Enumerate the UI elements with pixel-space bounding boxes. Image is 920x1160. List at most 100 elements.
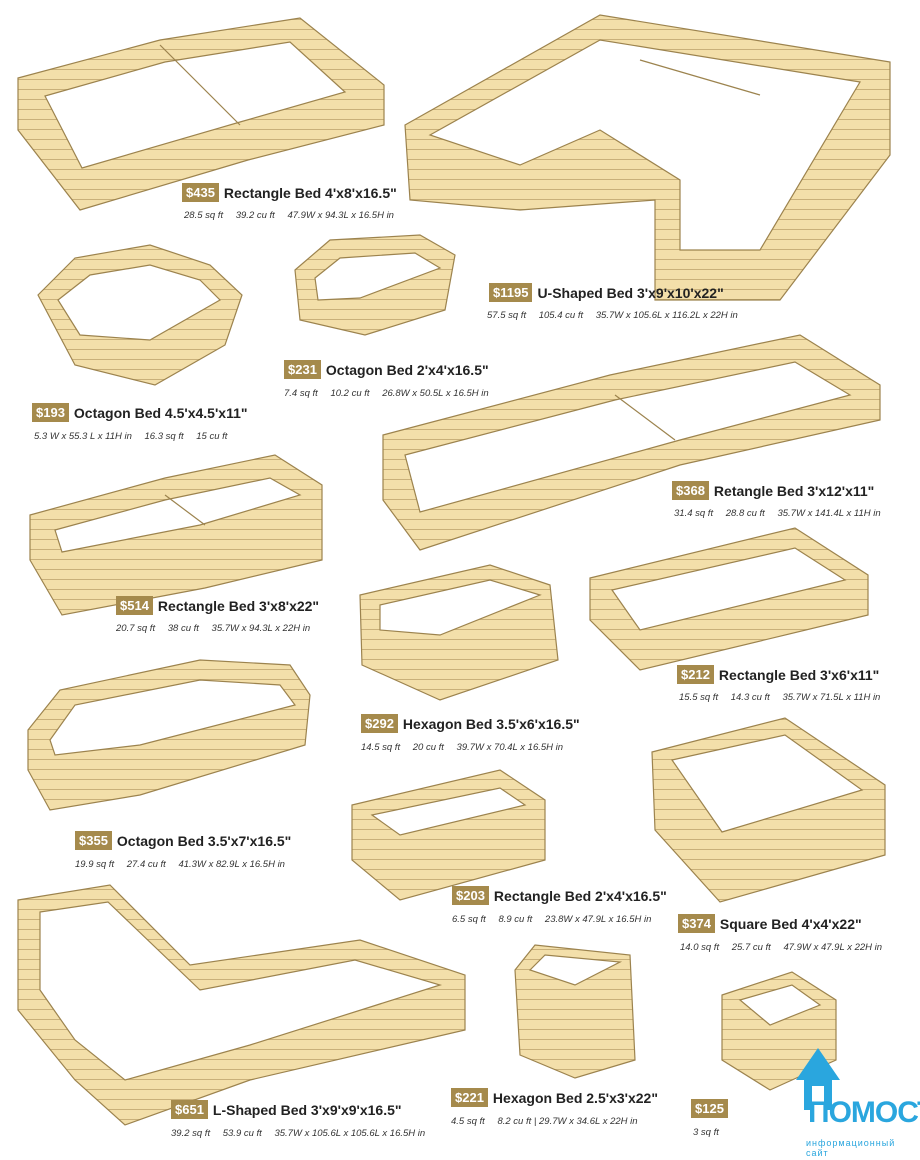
spec-volume: 20 cu ft [412, 742, 444, 753]
spec-volume: 15 cu ft [196, 431, 228, 442]
bed-specs-rectangle-3x12: 31.4 sq ft 28.8 cu ft 35.7W x 141.4L x 1… [674, 508, 891, 519]
price-badge: $1195 [489, 283, 533, 302]
spec-volume: 39.2 cu ft [235, 210, 275, 221]
price-badge: $355 [75, 831, 112, 850]
spec-volume: 38 cu ft [167, 623, 199, 634]
watermark-title: ПОМОСТИ [808, 1096, 920, 1129]
price-badge: $374 [678, 914, 715, 933]
bed-hexagon-2.5x3-drawing [514, 944, 636, 1079]
spec-dimensions: 41.3W x 82.9L x 16.5H in [178, 859, 285, 870]
spec-volume-dimensions: 8.2 cu ft | 29.7W x 34.6L x 22H in [497, 1116, 638, 1127]
bed-specs-square-small: 3 sq ft [693, 1127, 729, 1138]
spec-area: 15.5 sq ft [679, 692, 719, 703]
spec-dimensions: 23.8W x 47.9L x 16.5H in [544, 914, 652, 925]
spec-volume: 53.9 cu ft [222, 1128, 262, 1139]
bed-rectangle-3x12-drawing [382, 334, 881, 551]
bed-rectangle-3x6-drawing [589, 527, 869, 671]
bed-specs-rectangle-3x6: 15.5 sq ft 14.3 cu ft 35.7W x 71.5L x 11… [679, 692, 890, 703]
bed-title-u-shaped: $1195 U-Shaped Bed 3'x9'x10'x22" [489, 283, 724, 302]
spec-dimensions: 35.7W x 105.6L x 116.2L x 22H in [595, 310, 738, 321]
spec-area: 39.2 sq ft [171, 1128, 211, 1139]
price-badge: $203 [452, 886, 489, 905]
bed-title-rectangle-4x8: $435 Rectangle Bed 4'x8'x16.5" [182, 183, 397, 202]
spec-volume: 27.4 cu ft [126, 859, 166, 870]
bed-title-rectangle-3x8: $514 Rectangle Bed 3'x8'x22" [116, 596, 319, 615]
bed-name: Octagon Bed 3.5'x7'x16.5" [116, 832, 292, 849]
bed-title-hexagon-3.5x6: $292 Hexagon Bed 3.5'x6'x16.5" [361, 714, 580, 733]
spec-volume: 14.3 cu ft [730, 692, 770, 703]
bed-square-small-drawing [721, 971, 837, 1091]
bed-name: Hexagon Bed 2.5'x3'x22" [492, 1089, 658, 1106]
bed-name: Octagon Bed 4.5'x4.5'x11" [73, 404, 248, 421]
bed-rectangle-3x8-drawing [29, 454, 323, 616]
spec-volume: 105.4 cu ft [538, 310, 584, 321]
spec-area: 57.5 sq ft [487, 310, 527, 321]
spec-dimensions: 35.7W x 71.5L x 11H in [782, 692, 881, 703]
price-badge: $212 [677, 665, 714, 684]
bed-name: Octagon Bed 2'x4'x16.5" [325, 361, 489, 378]
bed-name: Retangle Bed 3'x12'x11" [713, 482, 875, 499]
spec-area: 16.3 sq ft [144, 431, 184, 442]
bed-title-rectangle-2x4: $203 Rectangle Bed 2'x4'x16.5" [452, 886, 667, 905]
bed-name: Rectangle Bed 3'x8'x22" [157, 597, 320, 614]
spec-area: 28.5 sq ft [184, 210, 224, 221]
spec-dimensions: 35.7W x 94.3L x 22H in [211, 623, 311, 634]
spec-area: 20.7 sq ft [116, 623, 156, 634]
spec-area: 31.4 sq ft [674, 508, 714, 519]
bed-specs-rectangle-3x8: 20.7 sq ft 38 cu ft 35.7W x 94.3L x 22H … [116, 623, 320, 634]
bed-name: Rectangle Bed 3'x6'x11" [718, 666, 880, 683]
bed-title-square-4x4: $374 Square Bed 4'x4'x22" [678, 914, 862, 933]
bed-title-octagon-2x4: $231 Octagon Bed 2'x4'x16.5" [284, 360, 489, 379]
price-badge: $292 [361, 714, 398, 733]
bed-specs-rectangle-4x8: 28.5 sq ft 39.2 cu ft 47.9W x 94.3L x 16… [184, 210, 404, 221]
bed-square-4x4-drawing [651, 717, 886, 903]
bed-name: Square Bed 4'x4'x22" [719, 915, 862, 932]
spec-area: 6.5 sq ft [452, 914, 486, 925]
spec-volume: 25.7 cu ft [731, 942, 771, 953]
price-badge: $368 [672, 481, 709, 500]
watermark-house-icon [796, 1048, 840, 1110]
bed-rectangle-2x4-drawing [351, 769, 546, 901]
bed-name: L-Shaped Bed 3'x9'x9'x16.5" [212, 1101, 402, 1118]
bed-specs-octagon-3.5x7: 19.9 sq ft 27.4 cu ft 41.3W x 82.9L x 16… [75, 859, 295, 870]
price-badge: $514 [116, 596, 153, 615]
bed-hexagon-3.5x6-drawing [359, 564, 559, 701]
bed-specs-octagon-4.5: 5.3 W x 55.3 L x 11H in 16.3 sq ft 15 cu… [34, 431, 237, 442]
bed-octagon-2x4-drawing [294, 234, 456, 336]
watermark-subtitle: информационный сайт [806, 1138, 896, 1158]
price-badge: $435 [182, 183, 219, 202]
spec-area: 3 sq ft [693, 1127, 719, 1138]
price-badge: $193 [32, 403, 69, 422]
bed-title-rectangle-3x6: $212 Rectangle Bed 3'x6'x11" [677, 665, 879, 684]
bed-specs-hexagon-3.5x6: 14.5 sq ft 20 cu ft 39.7W x 70.4L x 16.5… [361, 742, 573, 753]
price-badge: $221 [451, 1088, 488, 1107]
spec-volume: 10.2 cu ft [330, 388, 370, 399]
bed-specs-octagon-2x4: 7.4 sq ft 10.2 cu ft 26.8W x 50.5L x 16.… [284, 388, 499, 399]
bed-specs-hexagon-2.5x3: 4.5 sq ft 8.2 cu ft | 29.7W x 34.6L x 22… [451, 1116, 648, 1127]
spec-volume: 8.9 cu ft [498, 914, 533, 925]
spec-dimensions: 39.7W x 70.4L x 16.5H in [456, 742, 564, 753]
bed-title-hexagon-2.5x3: $221 Hexagon Bed 2.5'x3'x22" [451, 1088, 658, 1107]
spec-area: 19.9 sq ft [75, 859, 115, 870]
bed-specs-u-shaped: 57.5 sq ft 105.4 cu ft 35.7W x 105.6L x … [487, 310, 748, 321]
bed-title-rectangle-3x12: $368 Retangle Bed 3'x12'x11" [672, 481, 874, 500]
bed-name: Rectangle Bed 4'x8'x16.5" [223, 184, 397, 201]
bed-name: Hexagon Bed 3.5'x6'x16.5" [402, 715, 580, 732]
bed-title-octagon-3.5x7: $355 Octagon Bed 3.5'x7'x16.5" [75, 831, 291, 850]
bed-specs-l-shaped: 39.2 sq ft 53.9 cu ft 35.7W x 105.6L x 1… [171, 1128, 435, 1139]
bed-specs-rectangle-2x4: 6.5 sq ft 8.9 cu ft 23.8W x 47.9L x 16.5… [452, 914, 661, 925]
spec-volume: 28.8 cu ft [725, 508, 765, 519]
spec-area: 4.5 sq ft [451, 1116, 485, 1127]
spec-dimensions: 35.7W x 105.6L x 105.6L x 16.5H in [274, 1128, 426, 1139]
spec-area: 7.4 sq ft [284, 388, 318, 399]
spec-area: 14.0 sq ft [680, 942, 720, 953]
spec-dimensions: 47.9W x 94.3L x 16.5H in [287, 210, 394, 221]
bed-title-square-small: $125 [691, 1099, 733, 1118]
spec-dimensions: 35.7W x 141.4L x 11H in [777, 508, 881, 519]
price-badge: $231 [284, 360, 321, 379]
bed-title-octagon-4.5: $193 Octagon Bed 4.5'x4.5'x11" [32, 403, 248, 422]
bed-u-shaped-drawing [404, 14, 891, 301]
bed-name: U-Shaped Bed 3'x9'x10'x22" [537, 284, 724, 301]
bed-l-shaped-drawing [17, 884, 466, 1126]
